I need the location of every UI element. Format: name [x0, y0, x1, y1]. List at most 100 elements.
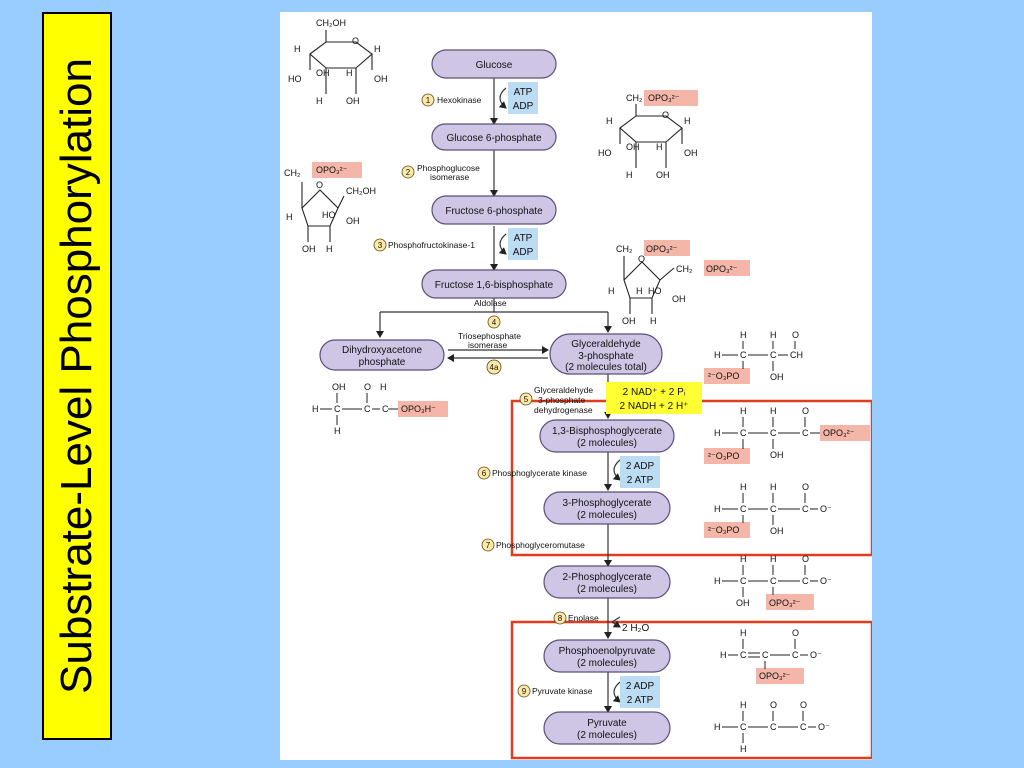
diagram-text: HO: [648, 286, 662, 296]
diagram-text: OH: [684, 148, 698, 158]
atp-adp-box-step1: [508, 82, 538, 114]
fructose-16-bisphosphate-node: [421, 269, 567, 299]
diagram-text: HO: [598, 148, 612, 158]
f16bp-structure-text: CH₂ OPO₃²⁻ CH₂ OPO₃²⁻ O H H HO OH OH H: [608, 244, 738, 326]
step-circles: [373, 93, 567, 698]
diagram-text: HO: [288, 74, 302, 84]
diagram-text: H: [770, 330, 777, 340]
phosphate-tag-f16bp-2: [704, 260, 750, 276]
diagram-text: OH: [736, 598, 750, 608]
linear-structure-bonds: [722, 341, 820, 743]
dihydroxyacetone-phosphate-node: [319, 339, 445, 371]
diagram-text: C: [740, 350, 747, 360]
ring-structure-g6p: [619, 104, 683, 168]
pg3-structure: H H O H C C C O⁻ OH: [714, 482, 832, 536]
pg3-label-1: 3-Phosphoglycerate: [563, 498, 652, 509]
phosphate-tag-pep: [756, 668, 804, 684]
phosphate-tag-f16bp-1: [644, 240, 690, 256]
diagram-text: CH₂OH: [316, 18, 346, 28]
diagram-text: O: [802, 554, 809, 564]
f6p-label: Fructose 6-phosphate: [445, 206, 543, 217]
diagram-text: OH: [672, 294, 686, 304]
diagram-text: O⁻: [820, 576, 832, 586]
nad-box-step5: [606, 382, 702, 414]
diagram-text: OH: [346, 216, 360, 226]
gapdh-label-3: dehydrogenase: [534, 405, 593, 415]
pgk-label: Phosphoglycerate kinase: [492, 468, 587, 478]
tpi-label-1: Triosephosphate: [458, 331, 521, 341]
phosphate-tag-bpg-1: [820, 425, 870, 441]
phosphate-tag-g6p: [644, 90, 698, 106]
diagram-text: OH: [770, 526, 784, 536]
diagram-text: H: [740, 482, 747, 492]
g3p-label-1: Glyceraldehyde: [571, 339, 641, 350]
diagram-text: C: [740, 576, 747, 586]
pg3-label-2: (2 molecules): [577, 510, 637, 521]
bisphosphoglycerate-node: [539, 419, 675, 453]
water-label: 2 H₂O: [622, 623, 649, 634]
diagram-text: HO: [322, 210, 336, 220]
adp-atp-box-step6: [620, 456, 660, 488]
diagram-text: OH: [770, 450, 784, 460]
diagram-text: O⁻: [820, 504, 832, 514]
diagram-text: CH₂: [284, 168, 301, 178]
diagram-text: H: [714, 722, 721, 732]
bpg-structure: H H O H C C C OH: [714, 406, 809, 460]
diagram-text: O: [662, 110, 669, 120]
diagram-text: H: [626, 170, 633, 180]
glyceraldehyde-3-phosphate-node: [549, 333, 663, 375]
diagram-text: O: [770, 700, 777, 710]
diagram-text: H: [740, 554, 747, 564]
diagram-text: C: [740, 722, 747, 732]
diagram-text: C: [740, 650, 747, 660]
step-7-number: 7: [486, 541, 491, 550]
diagram-text: H: [740, 628, 747, 638]
diagram-text: H: [740, 700, 747, 710]
g3p-o2po3: ²⁻O₃PO: [708, 371, 739, 381]
diagram-text: C: [382, 404, 389, 414]
diagram-text: O: [792, 330, 799, 340]
step-5-number: 5: [524, 395, 529, 404]
step-3-number: 3: [378, 241, 383, 250]
diagram-text: OH: [656, 170, 670, 180]
step-4-number: 4: [492, 318, 497, 327]
diagram-text: OH: [374, 74, 388, 84]
diagram-text: H: [636, 286, 643, 296]
diagram-text: H: [684, 116, 691, 126]
step2-label-2: isomerase: [430, 172, 469, 182]
glycolysis-diagram-panel: Glucose Glucose 6-phosphate Fructose 6-p…: [280, 12, 874, 760]
g6p-label: Glucose 6-phosphate: [446, 133, 542, 144]
diagram-text: OPO₃²⁻: [706, 264, 738, 274]
diagram-text: H: [334, 426, 341, 436]
dhap-opo3h: OPO₃H⁻: [401, 404, 436, 414]
adp-label-3: ADP: [513, 247, 534, 258]
diagram-text: C: [802, 504, 809, 514]
enolase-label: Enolase: [568, 613, 599, 623]
g6p-structure-text: CH₂ OPO₃²⁻ O H H HO OH H OH H OH: [598, 93, 698, 180]
diagram-text: OH: [302, 244, 316, 254]
phosphate-tag-pg3: [704, 522, 750, 538]
diagram-text: O: [316, 180, 323, 190]
atp-label-3: ATP: [514, 233, 533, 244]
diagram-text: H: [312, 404, 319, 414]
nad-in-label: 2 NAD⁺ + 2 Pᵢ: [623, 387, 686, 398]
diagram-text: O: [802, 406, 809, 416]
diagram-text: CH₂: [676, 264, 693, 274]
glucose-6-phosphate-node: [431, 123, 557, 151]
atp-label-9: 2 ATP: [627, 695, 654, 706]
bpg-opo3: OPO₃²⁻: [823, 428, 855, 438]
step-2-number: 2: [406, 168, 411, 177]
diagram-text: C: [334, 404, 341, 414]
diagram-text: C: [770, 504, 777, 514]
g3p-structure: H H O H C C CH OH: [714, 330, 803, 382]
diagram-text: H: [294, 44, 301, 54]
diagram-text: OH: [770, 372, 784, 382]
fructose-6-phosphate-node: [431, 195, 557, 225]
atp-label-1: ATP: [514, 87, 533, 98]
phosphate-tag-bpg-2: [704, 448, 750, 464]
diagram-text: H: [714, 350, 721, 360]
nadh-out-label: 2 NADH + 2 H⁺: [620, 401, 689, 412]
phosphoenolpyruvate-node: [543, 639, 671, 673]
ring-structure-f6p: [301, 182, 345, 242]
2-phosphoglycerate-node: [543, 565, 671, 599]
